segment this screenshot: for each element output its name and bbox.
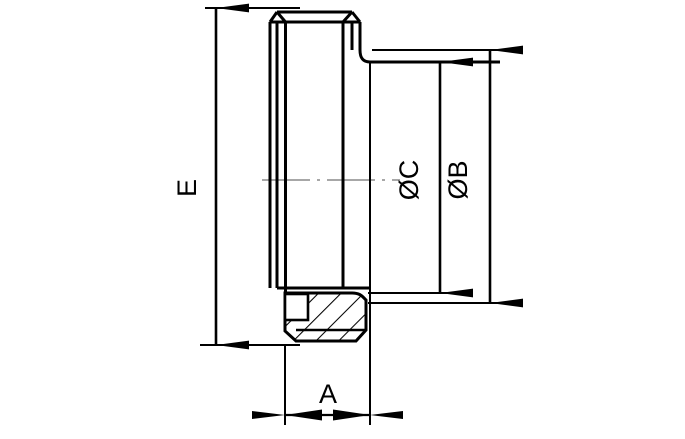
part-body: [268, 10, 500, 415]
dimension-A-arrow-right: [333, 409, 370, 421]
dimension-C: ØC: [394, 57, 473, 298]
tube-top-right-chamfer: [350, 11, 362, 23]
extension-lines: [200, 7, 500, 425]
dimension-C-label: ØC: [394, 160, 424, 201]
dimension-B: ØB: [443, 45, 523, 308]
seal-groove-rect: [283, 292, 310, 322]
dimension-A-label: A: [319, 379, 337, 409]
dimension-E: E: [172, 3, 249, 350]
bore-right-chamfer: [341, 10, 354, 24]
dimension-E-label: E: [172, 179, 202, 197]
dimension-A-tail-left: [252, 411, 285, 419]
dimension-B-label: ØB: [443, 160, 473, 199]
flange-section: [277, 286, 370, 343]
dimension-A-arrow-left: [285, 409, 322, 421]
dimension-A: A: [252, 379, 403, 421]
tube-top-left-chamfer: [268, 11, 279, 23]
dimension-A-tail-right: [370, 411, 403, 419]
bore-left-chamfer: [275, 11, 287, 23]
collar-fillet-upper: [358, 49, 371, 64]
